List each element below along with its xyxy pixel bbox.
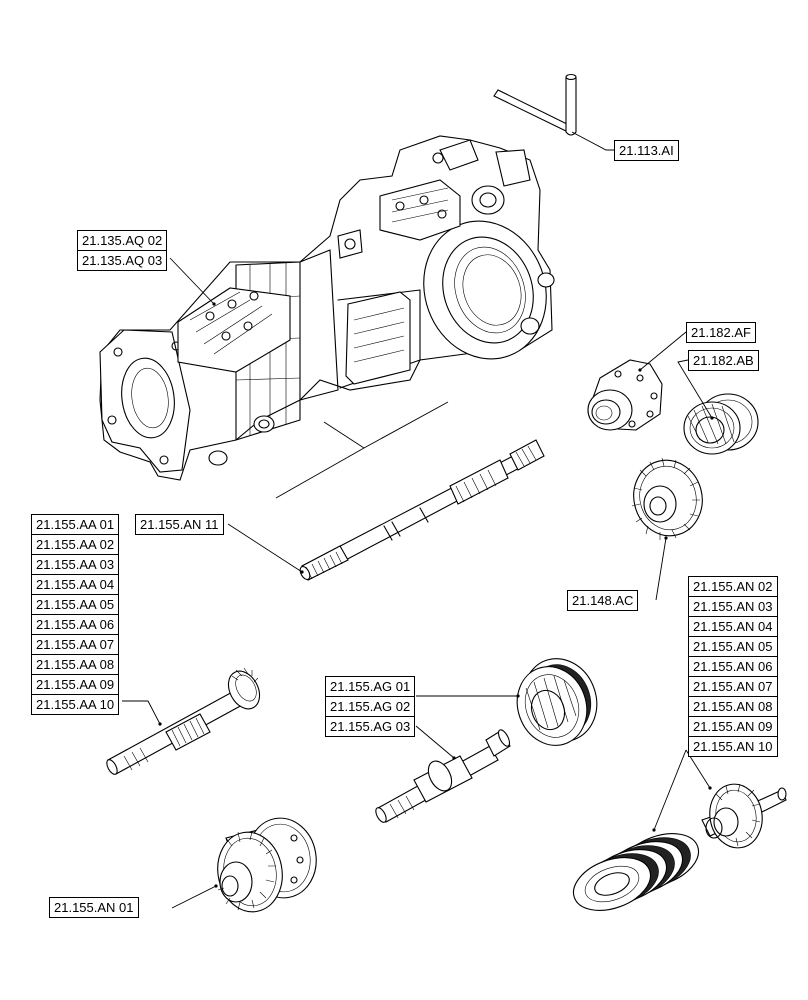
ring-gear-part xyxy=(631,457,703,540)
callout-shift-rod[interactable]: 21.113.AI xyxy=(614,140,679,161)
callout-clutch-shaft-3[interactable]: 21.155.AG 03 xyxy=(325,716,416,737)
callout-clutch-pack-6[interactable]: 21.155.AN 07 xyxy=(688,676,778,697)
clutch-discs-part xyxy=(516,658,598,746)
callout-input-shaft-2[interactable]: 21.155.AA 02 xyxy=(31,534,120,555)
callout-clutch-pack-7[interactable]: 21.155.AN 08 xyxy=(688,696,778,717)
callout-clutch-pack-1[interactable]: 21.155.AN 02 xyxy=(688,576,778,597)
drum-part xyxy=(217,817,317,913)
callout-ring-gear[interactable]: 21.148.AC xyxy=(567,590,639,611)
callout-input-shaft-8[interactable]: 21.155.AA 08 xyxy=(31,654,120,675)
callout-input-shaft-4[interactable]: 21.155.AA 04 xyxy=(31,574,120,595)
callout-clutch-shaft-1[interactable]: 21.155.AG 01 xyxy=(325,676,416,697)
callout-clutch-pack-group: 21.155.AN 02 21.155.AN 03 21.155.AN 04 2… xyxy=(688,576,778,757)
leader-lines xyxy=(122,131,714,909)
callout-control-valve-1[interactable]: 21.135.AQ 02 xyxy=(77,230,168,251)
clutch-shaft-part xyxy=(375,729,511,823)
shift-rod-part xyxy=(493,73,577,136)
callout-input-shaft-10[interactable]: 21.155.AA 10 xyxy=(31,694,120,715)
callout-clutch-pack-3[interactable]: 21.155.AN 04 xyxy=(688,616,778,637)
callout-input-shaft-3[interactable]: 21.155.AA 03 xyxy=(31,554,120,575)
clutch-pack-part xyxy=(572,783,787,911)
callout-clutch-shaft-2[interactable]: 21.155.AG 02 xyxy=(325,696,416,717)
transmission-housing-part xyxy=(99,135,555,481)
callout-clutch-pack-2[interactable]: 21.155.AN 03 xyxy=(688,596,778,617)
callout-control-valve-2[interactable]: 21.135.AQ 03 xyxy=(77,250,168,271)
callout-input-shaft-6[interactable]: 21.155.AA 06 xyxy=(31,614,120,635)
callout-input-shaft-7[interactable]: 21.155.AA 07 xyxy=(31,634,120,655)
callout-differential-case[interactable]: 21.182.AF xyxy=(686,322,756,343)
callout-input-shaft-group: 21.155.AA 01 21.155.AA 02 21.155.AA 03 2… xyxy=(31,514,120,715)
bearing-pair-part xyxy=(683,393,759,455)
callout-input-shaft-1[interactable]: 21.155.AA 01 xyxy=(31,514,120,535)
callout-input-shaft-5[interactable]: 21.155.AA 05 xyxy=(31,594,120,615)
callout-bearing-pair[interactable]: 21.182.AB xyxy=(688,350,759,371)
callout-clutch-pack-9[interactable]: 21.155.AN 10 xyxy=(688,736,778,757)
callout-drum[interactable]: 21.155.AN 01 xyxy=(49,897,139,918)
callout-clutch-pack-4[interactable]: 21.155.AN 05 xyxy=(688,636,778,657)
callout-clutch-pack-5[interactable]: 21.155.AN 06 xyxy=(688,656,778,677)
callout-input-shaft-9[interactable]: 21.155.AA 09 xyxy=(31,674,120,695)
callout-clutch-pack-8[interactable]: 21.155.AN 09 xyxy=(688,716,778,737)
callout-control-valve-group: 21.135.AQ 02 21.135.AQ 03 xyxy=(77,230,168,271)
callout-clutch-shaft-group: 21.155.AG 01 21.155.AG 02 21.155.AG 03 xyxy=(325,676,416,737)
callout-output-shaft[interactable]: 21.155.AN 11 xyxy=(135,514,224,535)
input-shaft-part xyxy=(106,667,261,775)
output-shaft-part xyxy=(299,439,545,581)
differential-case-part xyxy=(587,359,663,431)
